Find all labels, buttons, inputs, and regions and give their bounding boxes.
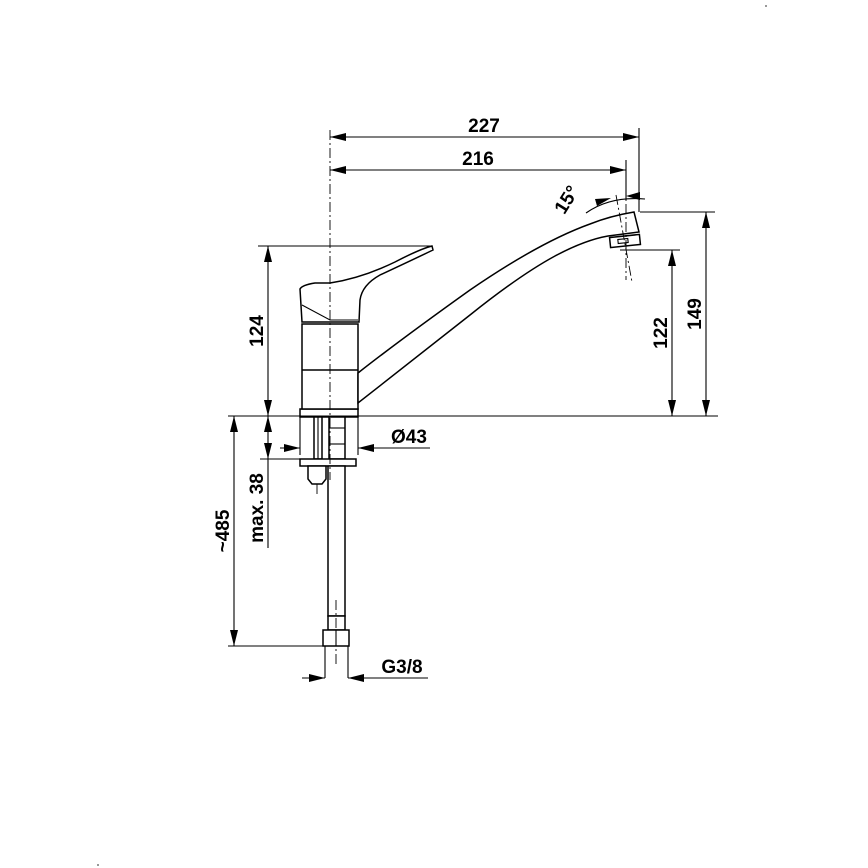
dim-outlet-height: 122 — [620, 249, 680, 416]
label-227: 227 — [468, 116, 500, 137]
fixing-washer — [299, 458, 357, 467]
dim-hose-length: ~485 — [213, 416, 323, 647]
speck — [97, 864, 99, 866]
mounting-assembly — [299, 416, 357, 678]
dim-max-deck-thickness: max. 38 — [247, 416, 300, 548]
label-216: 216 — [462, 149, 494, 170]
dim-spout-reach: 216 — [330, 149, 627, 200]
label-diameter-43: Ø43 — [391, 427, 427, 448]
label-15deg: 15° — [551, 182, 584, 217]
dim-connection-thread: G3/8 — [302, 657, 428, 682]
label-124: 124 — [247, 315, 268, 347]
label-485: ~485 — [213, 509, 234, 552]
dim-overall-height: 149 — [640, 211, 715, 416]
spout — [357, 211, 640, 405]
speck — [765, 5, 767, 7]
aerator — [608, 233, 642, 249]
fixing-nut — [307, 465, 327, 485]
label-122: 122 — [651, 317, 672, 349]
tilted-outlet-centerline — [615, 194, 633, 283]
label-g3-8: G3/8 — [381, 657, 422, 678]
supply-hose — [327, 465, 346, 617]
lever-handle — [299, 245, 434, 323]
label-max-38: max. 38 — [247, 473, 268, 543]
dim-lever-height: 124 — [247, 245, 432, 416]
label-149: 149 — [685, 298, 706, 330]
dim-base-diameter: Ø43 — [280, 417, 430, 455]
faucet-outline — [299, 211, 642, 418]
